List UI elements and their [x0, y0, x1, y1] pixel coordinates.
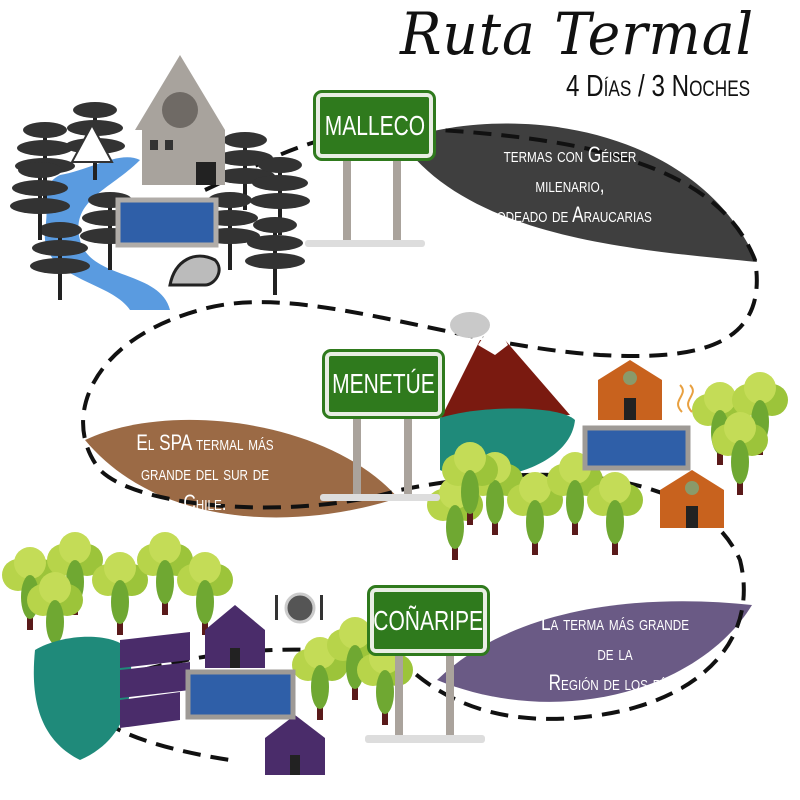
tent-icon: [70, 122, 114, 163]
description-line: Región de los ríos: [548, 670, 682, 695]
description-line: milenario,: [535, 172, 605, 197]
malleco-sign-posts: [305, 158, 425, 247]
menetue-sign-posts: [320, 415, 440, 501]
volcano-smoke: [450, 312, 490, 338]
house-icon: [660, 470, 724, 528]
lodge-icon: [135, 55, 225, 185]
description-line: de la: [597, 640, 633, 665]
sign-conaripe: COÑARIPE: [367, 585, 490, 656]
description-line: La terma más grande: [540, 610, 690, 635]
menetue-description: El SPA termal más grande del sur de Chil…: [127, 428, 283, 518]
sign-label: COÑARIPE: [373, 604, 484, 636]
sign-label: MALLECO: [324, 109, 425, 141]
title: Ruta Termal: [400, 0, 755, 68]
house-icon: [205, 605, 265, 668]
subtitle: 4 Días / 3 Noches: [566, 68, 751, 103]
sign-menetue: MENETÚE: [322, 349, 445, 419]
conaripe-description: La terma más grande de la Región de los …: [525, 608, 704, 698]
docks: [120, 632, 190, 728]
description-line: grande del sur de: [140, 460, 270, 485]
conaripe-sign-posts: [365, 652, 485, 743]
conaripe-pool: [185, 669, 296, 720]
steam-icon: [677, 384, 694, 413]
geyser-icon: [168, 254, 221, 287]
malleco-pool: [115, 197, 219, 248]
malleco-description: termas con Géiser milenario, rodeado de …: [480, 140, 659, 230]
sign-malleco: MALLECO: [313, 90, 436, 161]
volcano-icon: [440, 340, 570, 420]
menetue-pool: [582, 425, 691, 471]
restaurant-icon: [275, 592, 323, 624]
malleco-leaf: [400, 123, 757, 262]
sign-label: MENETÚE: [332, 368, 435, 399]
house-icon: [598, 360, 662, 420]
description-line: termas con Géiser: [503, 142, 637, 167]
description-line: rodeado de Araucarias: [488, 202, 652, 227]
description-line: Chile.: [183, 490, 227, 515]
house-icon: [265, 715, 325, 775]
description-line: El SPA termal más: [136, 430, 274, 455]
conaripe-lake: [33, 636, 132, 760]
menetue-leaf: [85, 419, 398, 518]
conaripe-leaf: [437, 601, 752, 702]
route-path: [81, 126, 759, 762]
